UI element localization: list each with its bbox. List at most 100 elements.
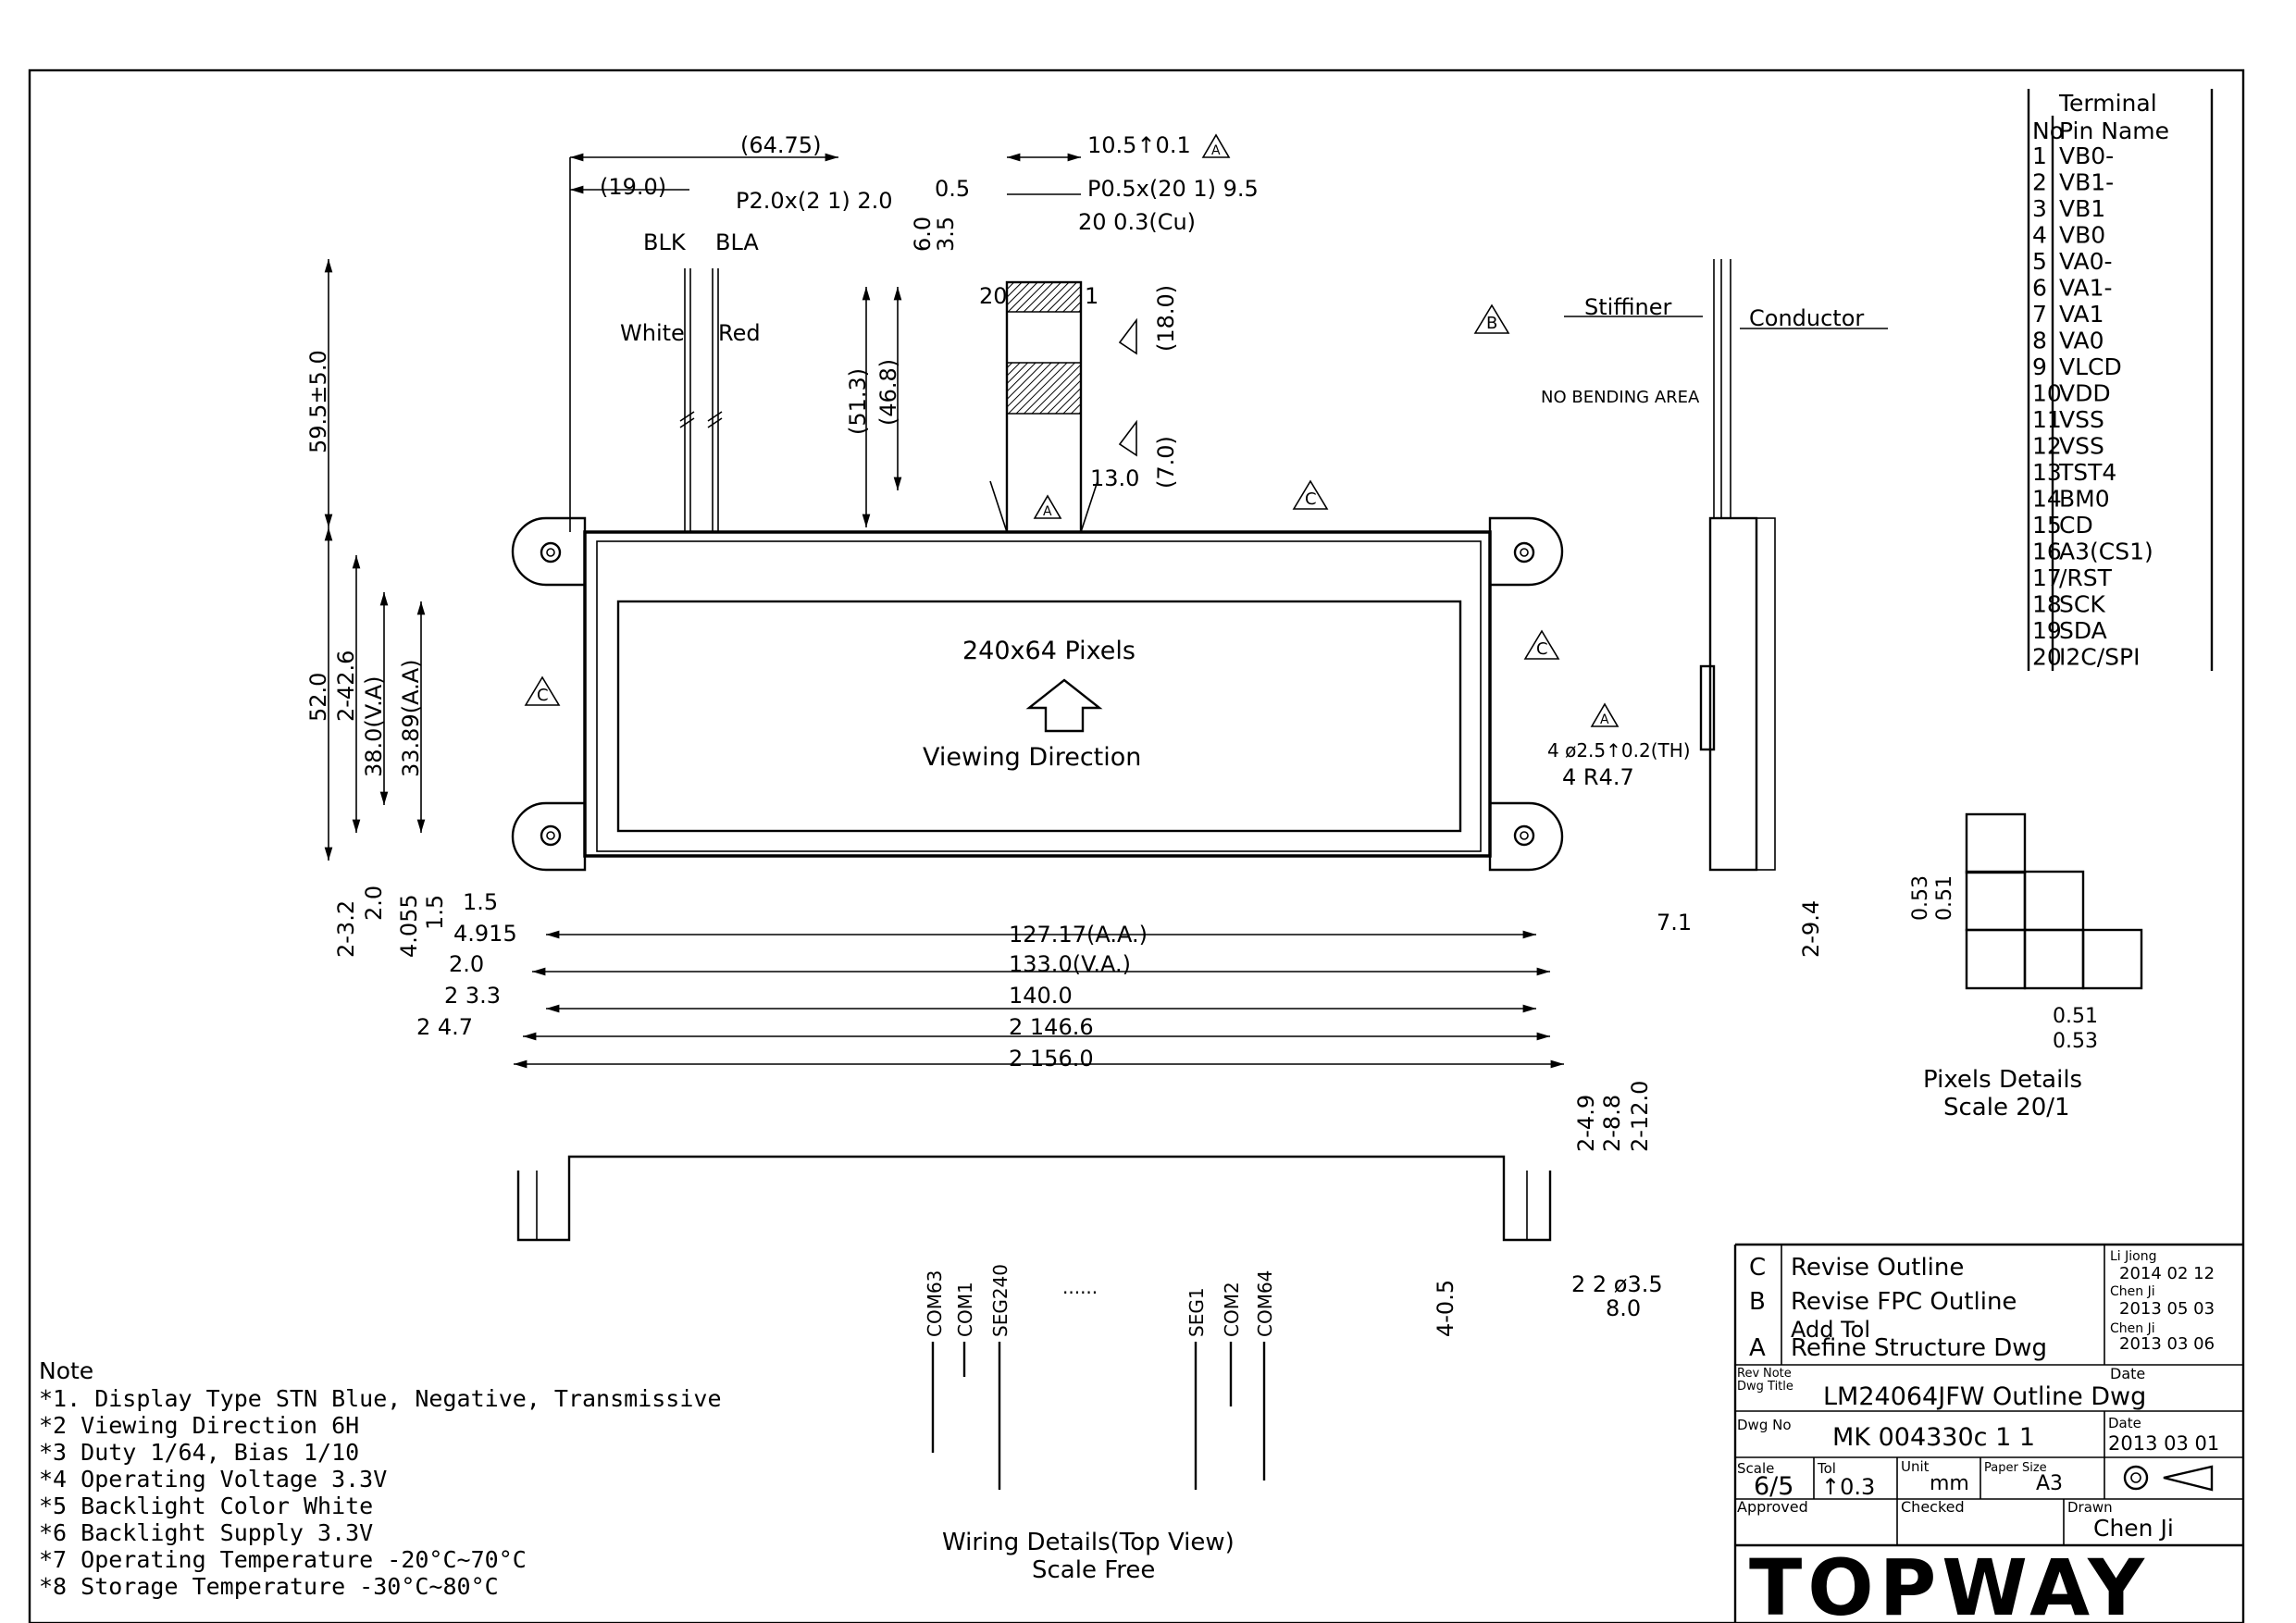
terminal-pin-name: I2C/SPI <box>2059 644 2140 671</box>
terminal-pin-no: 4 <box>2032 222 2047 249</box>
terminal-pin-name: VLCD <box>2059 353 2122 380</box>
dim-1-5v: 1.5 <box>422 895 448 930</box>
mount-ear-tr <box>1488 516 1564 587</box>
dim-4-7: 2 4.7 <box>416 1014 473 1040</box>
dim-hole: 4 ø2.5↑0.2(TH) <box>1547 739 1691 762</box>
rev-c: C <box>1749 1254 1766 1282</box>
dim-0-5: 4-0.5 <box>1433 1280 1458 1337</box>
rev-b: B <box>1749 1288 1766 1316</box>
dim-7-1: 7.1 <box>1657 910 1692 935</box>
terminal-pin-no: 14 <box>2032 486 2062 513</box>
label-stiffiner: Stiffiner <box>1584 294 1671 320</box>
note-item: *7 Operating Temperature -20°C~70°C <box>39 1546 527 1573</box>
terminal-pin-no: 8 <box>2032 328 2047 354</box>
label-dwg-title: Dwg Title <box>1737 1380 1793 1394</box>
terminal-pin-no: 16 <box>2032 539 2062 565</box>
unit-value: mm <box>1930 1472 1969 1495</box>
label-pixels: 240x64 Pixels <box>962 637 1136 665</box>
terminal-pin-no: 3 <box>2032 195 2047 222</box>
dim-52-0: 52.0 <box>305 673 331 722</box>
label-pin20: 20 <box>979 283 1008 309</box>
label-bla: BLA <box>715 229 759 255</box>
dim-133-0: 133.0(V.A.) <box>1009 951 1131 977</box>
dim-7-0: (7.0) <box>1153 436 1179 489</box>
terminal-col-pin-name: Pin Name <box>2059 118 2169 144</box>
mark-a-1: A <box>1043 504 1052 519</box>
terminal-pin-name: /RST <box>2059 564 2113 591</box>
dim-13: 13.0 <box>1090 465 1139 491</box>
terminal-pin-no: 10 <box>2032 380 2062 407</box>
dim-3-3: 2 3.3 <box>444 983 501 1009</box>
mount-ear-bl <box>511 801 587 872</box>
dwg-title: LM24064JFW Outline Dwg <box>1823 1382 2146 1411</box>
pixel-detail-title: Pixels Details <box>1923 1066 2082 1094</box>
terminal-pin-no: 13 <box>2032 459 2062 486</box>
dim-fpc-cu: 20 0.3(Cu) <box>1078 209 1196 235</box>
dim-59-5: 59.5±5.0 <box>305 350 331 453</box>
dim-3-5: 3.5 <box>933 217 959 252</box>
terminal-pin-name: VSS <box>2059 433 2104 460</box>
dim-3-2: 2-3.2 <box>333 900 359 958</box>
dim-18: (18.0) <box>1153 285 1179 352</box>
terminal-pin-name: VA1 <box>2059 301 2104 328</box>
terminal-pin-no: 7 <box>2032 301 2047 328</box>
label-paper-size: Paper Size <box>1984 1461 2047 1475</box>
dim-42-6: 2-42.6 <box>333 650 359 722</box>
mark-b: B <box>1486 314 1497 333</box>
terminal-pin-no: 15 <box>2032 512 2062 539</box>
rev-a-name: Chen Ji <box>2110 1321 2155 1336</box>
wire-com64: COM64 <box>1254 1270 1276 1337</box>
front-view <box>511 133 1620 872</box>
terminal-pin-no: 19 <box>2032 617 2062 644</box>
terminal-pin-no: 9 <box>2032 353 2047 380</box>
rev-a-date: 2013 03 06 <box>2119 1334 2215 1354</box>
note-item: *8 Storage Temperature -30°C~80°C <box>39 1573 499 1600</box>
label-red: Red <box>718 320 761 346</box>
terminal-pin-no: 5 <box>2032 248 2047 275</box>
terminal-pin-name: CD <box>2059 512 2093 539</box>
note-item: *4 Operating Voltage 3.3V <box>39 1466 387 1493</box>
pixel-dim-051v: 0.51 <box>1933 875 1956 921</box>
dim-2-0: 2.0 <box>449 951 484 977</box>
terminal-pin-name: TST4 <box>2058 459 2116 486</box>
dwg-date: 2013 03 01 <box>2108 1432 2219 1455</box>
terminal-pin-name: VB1 <box>2059 195 2105 222</box>
wiring-lines <box>931 1342 1266 1490</box>
dim-12-0: 2-12.0 <box>1627 1081 1653 1152</box>
notes-title: Note <box>39 1357 93 1384</box>
label-approved: Approved <box>1737 1498 1808 1516</box>
mount-ear-br <box>1488 801 1564 872</box>
label-pin1: 1 <box>1085 283 1098 309</box>
label-date2: Date <box>2108 1415 2141 1431</box>
wire-seg1: SEG1 <box>1185 1287 1208 1337</box>
title-block: C Revise Outline Li Jiong 2014 02 12 B R… <box>1737 1249 2219 1623</box>
terminal-pin-name: VDD <box>2059 380 2111 407</box>
dim-fpc-05: 0.5 <box>935 176 970 202</box>
terminal-table-grid <box>2027 89 2214 671</box>
dim-top-overall: (64.75) <box>740 132 821 158</box>
terminal-pin-no: 20 <box>2032 644 2062 671</box>
dim-fpc-tol: 10.5↑0.1 <box>1087 132 1191 158</box>
terminal-pin-name: BM0 <box>2059 486 2110 513</box>
label-no-bending: NO BENDING AREA <box>1541 388 1700 407</box>
dwg-no: MK 004330c 1 1 <box>1832 1423 2035 1452</box>
sheet-border <box>28 68 2245 1623</box>
paper-value: A3 <box>2036 1472 2063 1495</box>
mark-a-2: A <box>1600 712 1609 727</box>
rev-c-note: Revise Outline <box>1791 1254 1964 1282</box>
label-unit: Unit <box>1901 1458 1930 1475</box>
terminal-pin-no: 2 <box>2032 169 2047 196</box>
rev-b-note: Revise FPC Outline <box>1791 1288 2017 1316</box>
terminal-pin-name: VSS <box>2059 406 2104 433</box>
mark-c-1: C <box>1305 489 1317 509</box>
terminal-pin-name: VB0- <box>2059 142 2114 169</box>
wire-com1: COM1 <box>954 1282 976 1337</box>
terminal-pin-name: VB0 <box>2059 222 2105 249</box>
dim-1-5: 1.5 <box>463 889 498 915</box>
mark-c-3: C <box>1536 639 1548 659</box>
rev-a: A <box>1749 1334 1766 1362</box>
note-item: *1. Display Type STN Blue, Negative, Tra… <box>39 1385 722 1412</box>
dim-8-8: 2-8.8 <box>1599 1095 1625 1152</box>
terminal-pin-no: 12 <box>2032 433 2062 460</box>
